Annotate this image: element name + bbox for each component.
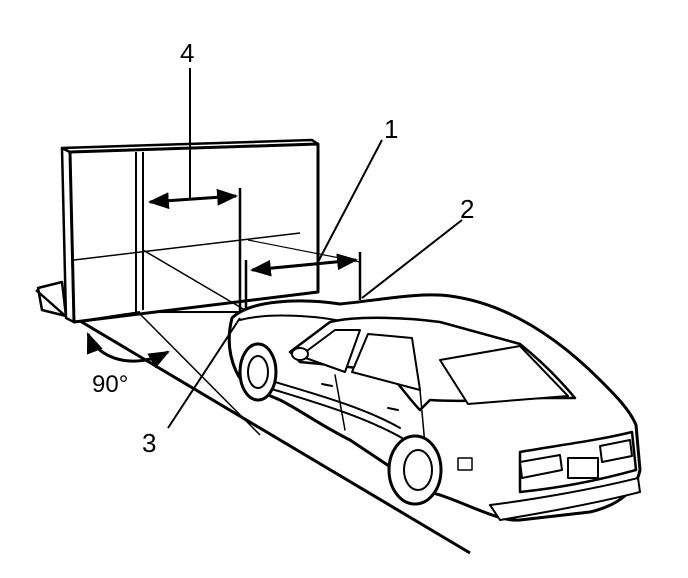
callout-1-label: 1: [384, 114, 398, 144]
callout-2-label: 2: [460, 194, 474, 224]
callout-3-label: 3: [142, 428, 156, 458]
callout-4-label: 4: [180, 38, 194, 68]
angle-label: 90°: [92, 371, 128, 398]
aiming-screen: [35, 138, 320, 324]
right-angle-indicator: [86, 332, 170, 369]
car: [227, 293, 642, 522]
dimension-arrows: [147, 188, 359, 277]
callout-leaders: [167, 68, 463, 429]
